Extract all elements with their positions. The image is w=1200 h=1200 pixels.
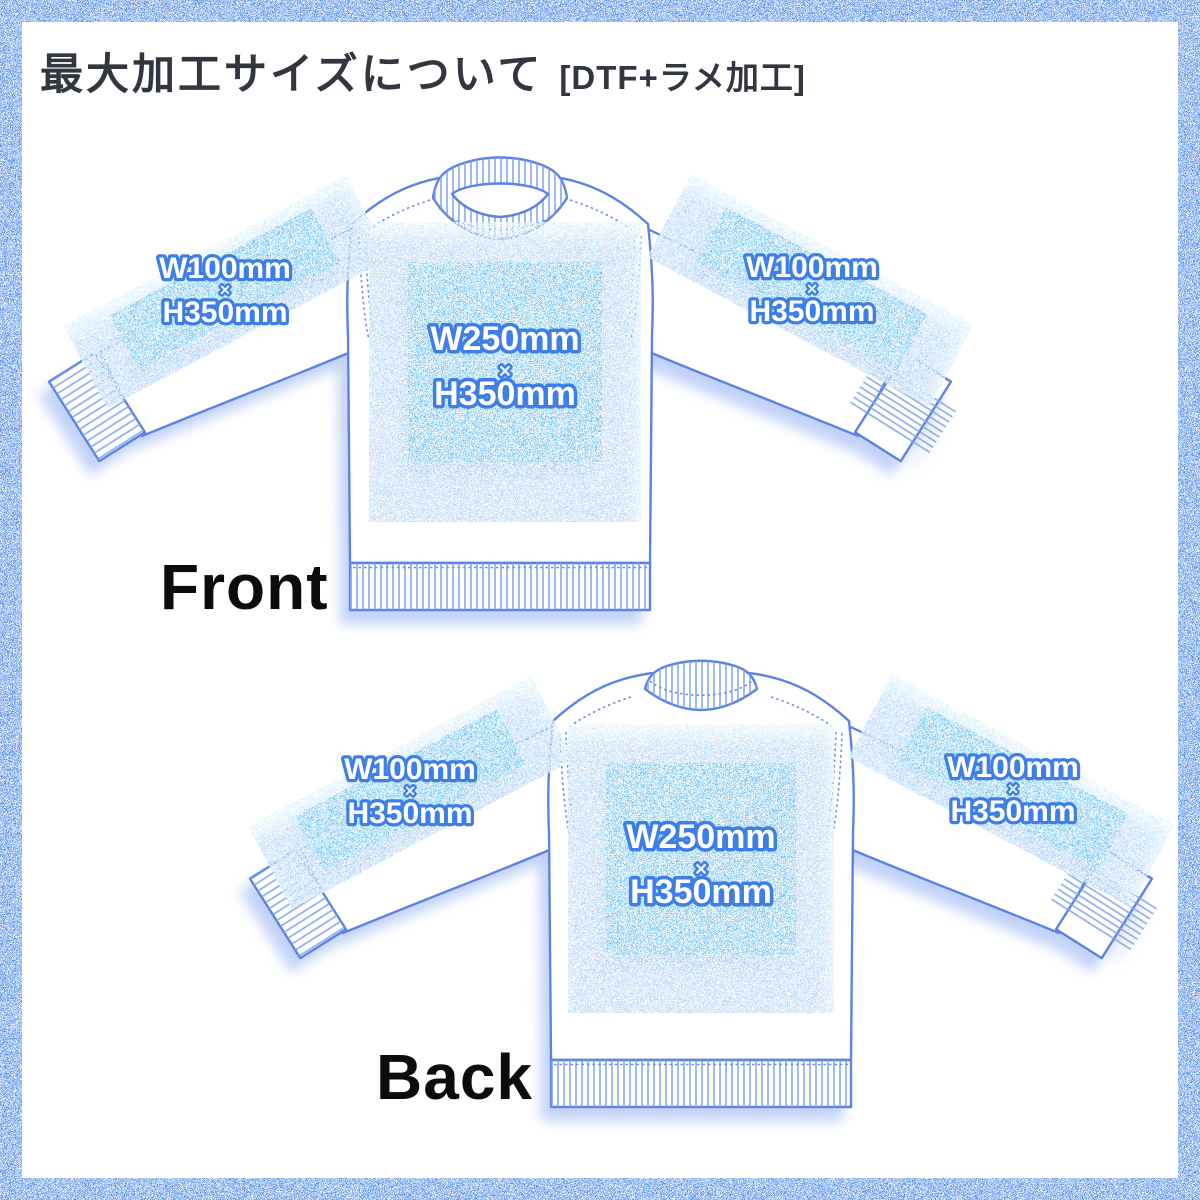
back-sweatshirt-illustration xyxy=(248,659,1171,1109)
body-width-text: W250mm xyxy=(626,818,775,856)
page-title-text: 最大加工サイズについて xyxy=(40,51,544,99)
times-symbol: × xyxy=(807,279,818,299)
sleeve-height-text: H350mm xyxy=(950,795,1075,828)
sleeve-height-text: H350mm xyxy=(162,296,287,329)
back-right-sleeve-print-area xyxy=(897,707,1129,869)
body-height-text: H350mm xyxy=(630,873,772,911)
back-right-sleeve-size-label: W100mm × H350mm xyxy=(944,748,1082,832)
back-view-label: Back xyxy=(376,1041,533,1113)
front-right-sleeve-print-area xyxy=(696,207,928,369)
times-symbol: × xyxy=(1008,779,1019,799)
front-left-sleeve-print-area xyxy=(109,208,341,370)
front-view-label: Front xyxy=(160,551,329,623)
back-left-sleeve-size-label: W100mm × H350mm xyxy=(341,750,479,834)
back-chest-size-label: W250mm × H350mm xyxy=(623,815,779,915)
sleeve-width-text: W100mm xyxy=(159,252,291,285)
times-symbol: × xyxy=(220,280,231,300)
front-right-sleeve-size-label: W100mm × H350mm xyxy=(743,248,881,332)
body-width-text: W250mm xyxy=(430,320,579,358)
body-height-text: H350mm xyxy=(434,375,576,413)
front-chest-print-area xyxy=(408,262,602,462)
times-symbol: × xyxy=(405,781,416,801)
sleeve-width-text: W100mm xyxy=(746,251,878,284)
sleeve-height-text: H350mm xyxy=(347,797,472,830)
times-symbol: × xyxy=(499,360,511,383)
back-chest-print-area xyxy=(606,763,796,955)
front-chest-size-label: W250mm × H350mm xyxy=(427,317,583,417)
page-title-tag: [DTF+ラメ加工] xyxy=(559,59,806,96)
front-sweatshirt-illustration xyxy=(47,156,970,612)
front-left-sleeve-size-label: W100mm × H350mm xyxy=(156,249,294,333)
page-title: 最大加工サイズについて [DTF+ラメ加工] xyxy=(40,40,806,102)
sleeve-width-text: W100mm xyxy=(344,753,476,786)
times-symbol: × xyxy=(695,858,707,881)
sleeve-width-text: W100mm xyxy=(947,751,1079,784)
sleeve-height-text: H350mm xyxy=(749,295,874,328)
back-left-sleeve-print-area xyxy=(294,709,526,871)
